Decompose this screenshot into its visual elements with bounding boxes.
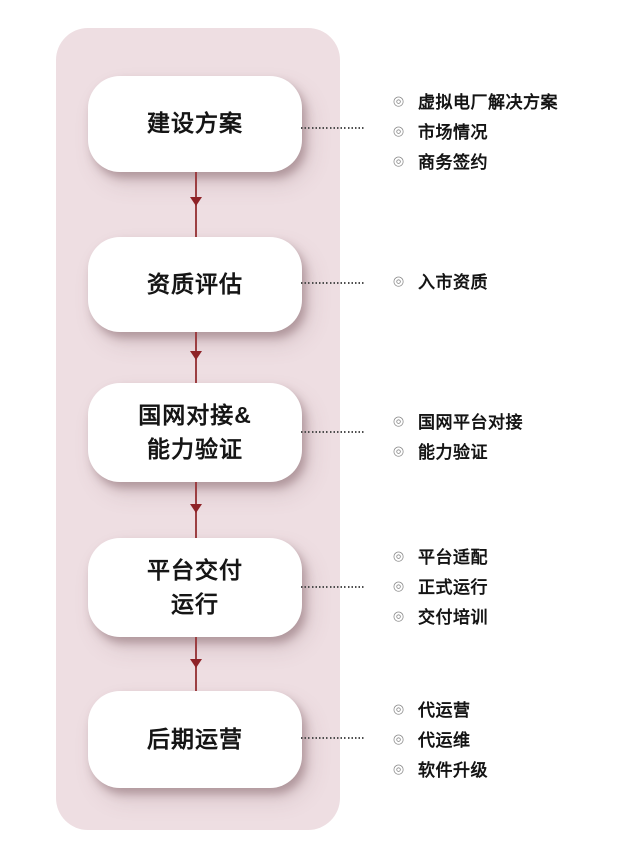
bullet-item: ◎ 代运营 bbox=[392, 693, 488, 723]
bullseye-icon: ◎ bbox=[392, 272, 405, 288]
bullet-item: ◎ 平台适配 bbox=[392, 540, 488, 570]
bullet-list-4: ◎ 平台适配 ◎ 正式运行 ◎ 交付培训 bbox=[392, 540, 488, 630]
bullseye-icon: ◎ bbox=[392, 152, 405, 168]
flow-step-box-2: 资质评估 bbox=[88, 237, 302, 332]
flow-step-label-2: 资质评估 bbox=[147, 270, 243, 297]
bullet-text: 软件升级 bbox=[418, 760, 488, 780]
bullseye-icon: ◎ bbox=[392, 730, 405, 746]
bullet-text: 正式运行 bbox=[418, 577, 488, 597]
bullet-text: 代运营 bbox=[418, 700, 471, 720]
flow-step-box-3: 国网对接& 能力验证 bbox=[88, 383, 302, 482]
bullet-text: 能力验证 bbox=[418, 442, 488, 462]
bullet-text: 市场情况 bbox=[418, 122, 488, 142]
bullet-list-5: ◎ 代运营 ◎ 代运维 ◎ 软件升级 bbox=[392, 693, 488, 783]
dotted-connector-1 bbox=[301, 127, 365, 129]
bullseye-icon: ◎ bbox=[392, 92, 405, 108]
flow-step-box-5: 后期运营 bbox=[88, 691, 302, 788]
bullet-text: 国网平台对接 bbox=[418, 412, 523, 432]
bullet-item: ◎ 能力验证 bbox=[392, 435, 523, 465]
flow-step-label-1: 建设方案 bbox=[147, 110, 243, 137]
bullseye-icon: ◎ bbox=[392, 700, 405, 716]
bullet-text: 虚拟电厂解决方案 bbox=[418, 92, 558, 112]
flow-step-label-3: 国网对接& 能力验证 bbox=[138, 402, 252, 462]
bullseye-icon: ◎ bbox=[392, 760, 405, 776]
arrow-down-icon-3 bbox=[190, 504, 202, 513]
flow-step-box-4: 平台交付 运行 bbox=[88, 538, 302, 637]
dotted-connector-4 bbox=[301, 586, 365, 588]
bullet-text: 入市资质 bbox=[418, 272, 488, 292]
bullet-text: 代运维 bbox=[418, 730, 471, 750]
bullseye-icon: ◎ bbox=[392, 547, 405, 563]
bullseye-icon: ◎ bbox=[392, 412, 405, 428]
bullet-text: 平台适配 bbox=[418, 547, 488, 567]
bullseye-icon: ◎ bbox=[392, 442, 405, 458]
bullet-item: ◎ 软件升级 bbox=[392, 753, 488, 783]
bullet-item: ◎ 国网平台对接 bbox=[392, 405, 523, 435]
arrow-down-icon-1 bbox=[190, 197, 202, 206]
bullet-item: ◎ 虚拟电厂解决方案 bbox=[392, 85, 558, 115]
dotted-connector-5 bbox=[301, 737, 365, 739]
flow-step-box-1: 建设方案 bbox=[88, 76, 302, 172]
bullet-list-1: ◎ 虚拟电厂解决方案 ◎ 市场情况 ◎ 商务签约 bbox=[392, 85, 558, 175]
bullseye-icon: ◎ bbox=[392, 577, 405, 593]
arrow-down-icon-4 bbox=[190, 659, 202, 668]
bullet-item: ◎ 市场情况 bbox=[392, 115, 558, 145]
bullet-text: 商务签约 bbox=[418, 152, 488, 172]
bullet-item: ◎ 商务签约 bbox=[392, 145, 558, 175]
flow-step-label-4: 平台交付 运行 bbox=[147, 557, 243, 617]
dotted-connector-3 bbox=[301, 431, 365, 433]
bullet-item: ◎ 代运维 bbox=[392, 723, 488, 753]
arrow-down-icon-2 bbox=[190, 351, 202, 360]
bullet-list-3: ◎ 国网平台对接 ◎ 能力验证 bbox=[392, 405, 523, 465]
bullet-list-2: ◎ 入市资质 bbox=[392, 265, 488, 295]
bullet-item: ◎ 正式运行 bbox=[392, 570, 488, 600]
dotted-connector-2 bbox=[301, 282, 365, 284]
flow-step-label-5: 后期运营 bbox=[147, 725, 243, 752]
bullseye-icon: ◎ bbox=[392, 122, 405, 138]
bullet-item: ◎ 交付培训 bbox=[392, 600, 488, 630]
bullet-item: ◎ 入市资质 bbox=[392, 265, 488, 295]
bullseye-icon: ◎ bbox=[392, 607, 405, 623]
bullet-text: 交付培训 bbox=[418, 607, 488, 627]
